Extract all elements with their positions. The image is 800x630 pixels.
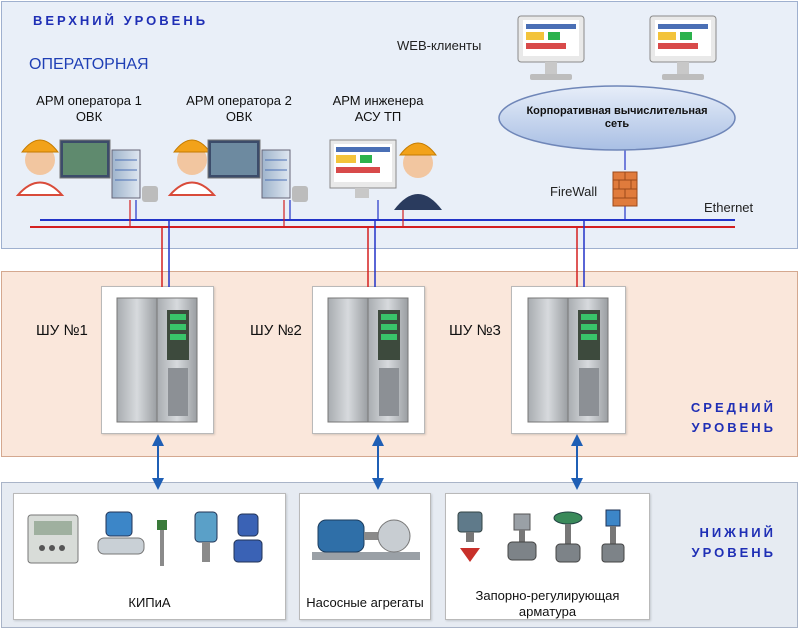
operator-workstation-icon <box>15 139 158 202</box>
top-level-title: ВЕРХНИЙ УРОВЕНЬ <box>33 13 209 28</box>
instrumentation-icon <box>27 511 263 566</box>
corporate-network-cloud <box>498 85 736 151</box>
web-clients-label: WEB-клиенты <box>397 38 482 53</box>
valves-label: Запорно-регулирующая арматура <box>475 588 620 619</box>
control-cabinet-icon <box>327 297 409 423</box>
network-bus <box>30 150 735 287</box>
bottom-level-title: НИЖНИЙ УРОВЕНЬ <box>691 525 776 560</box>
web-client-monitor-icon <box>649 15 717 80</box>
pump-unit-icon <box>312 519 420 560</box>
cabinet-label-2: ШУ №2 <box>250 322 302 339</box>
cabinet-label-1: ШУ №1 <box>36 322 88 339</box>
operator-workstation-icon <box>167 139 308 202</box>
corporate-network-label: Корпоративная вычислительная сеть <box>526 105 708 130</box>
pumps-label: Насосные агрегаты <box>306 595 424 610</box>
operator-room-label: ОПЕРАТОРНАЯ <box>29 56 149 73</box>
firewall-icon <box>612 171 638 207</box>
control-cabinet-icon <box>527 297 609 423</box>
ethernet-label: Ethernet <box>704 200 754 215</box>
valve-icon <box>457 509 625 563</box>
firewall-label: FireWall <box>550 184 598 199</box>
web-client-monitor-icon <box>517 15 585 80</box>
link-arrows <box>152 434 583 490</box>
workstation-label-3: АРМ инженера АСУ ТП <box>332 93 424 124</box>
workstation-label-1: АРМ оператора 1 ОВК <box>36 93 142 124</box>
cabinet-label-3: ШУ №3 <box>449 322 501 339</box>
workstation-label-2: АРМ оператора 2 ОВК <box>186 93 292 124</box>
middle-level-title: СРЕДНИЙ УРОВЕНЬ <box>690 400 776 435</box>
engineer-workstation-icon <box>329 139 442 210</box>
control-cabinet-icon <box>116 297 198 423</box>
kipia-label: КИПиА <box>128 595 171 610</box>
